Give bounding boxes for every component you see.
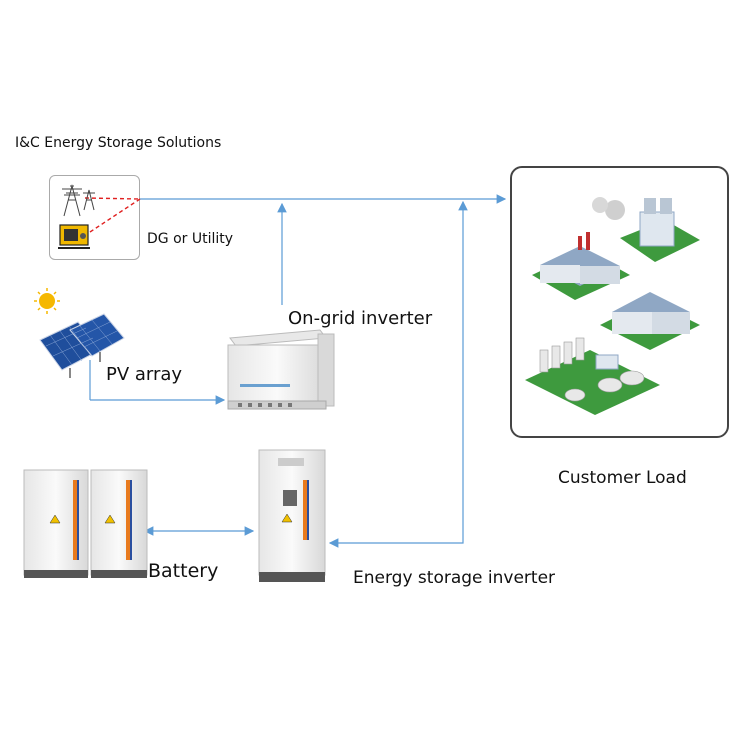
connector-lines [89,194,507,548]
storage-inverter-icon [258,449,326,582]
battery-cabinet-icon [23,469,148,578]
sun-icon [34,288,60,314]
dg-dashed-links [84,197,141,233]
generator-icon [58,224,90,249]
diagram-title: I&C Energy Storage Solutions [15,135,222,151]
pv-array-label: PV array [106,364,183,385]
transmission-tower-icon [62,184,95,217]
customer-load-label: Customer Load [558,468,687,488]
inverter-icon [227,329,335,410]
storage-to-bus-line [328,200,468,548]
battery-label: Battery [148,560,219,582]
factory-icon [525,197,700,415]
dg-utility-label: DG or Utility [147,231,234,247]
solar-panel-icon [39,313,125,378]
energy-storage-inverter-label: Energy storage inverter [353,568,556,588]
